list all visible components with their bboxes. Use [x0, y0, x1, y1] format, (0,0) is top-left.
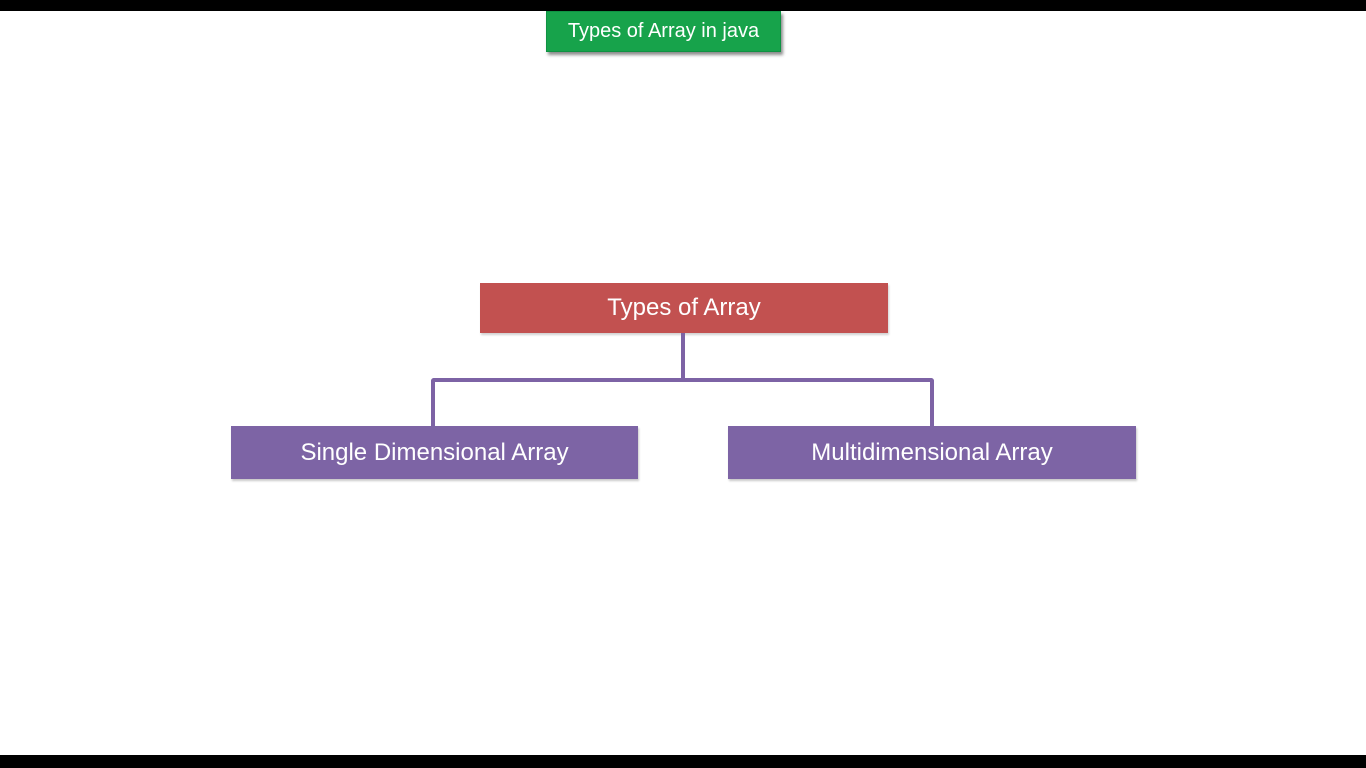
child-node-multidimensional-label: Multidimensional Array	[811, 438, 1053, 466]
letterbox-bar-bottom	[0, 755, 1366, 768]
letterbox-bar-top	[0, 0, 1366, 11]
child-node-multidimensional: Multidimensional Array	[728, 426, 1136, 479]
root-node-label: Types of Array	[607, 294, 761, 321]
connector-stem-line	[681, 333, 685, 378]
child-node-single-dimensional: Single Dimensional Array	[231, 426, 638, 479]
root-node-types-of-array: Types of Array	[480, 283, 888, 333]
slide-title-badge: Types of Array in java	[546, 11, 781, 52]
connector-bracket-line	[431, 378, 934, 426]
slide-title-label: Types of Array in java	[567, 20, 760, 42]
child-node-single-dimensional-label: Single Dimensional Array	[300, 438, 569, 466]
